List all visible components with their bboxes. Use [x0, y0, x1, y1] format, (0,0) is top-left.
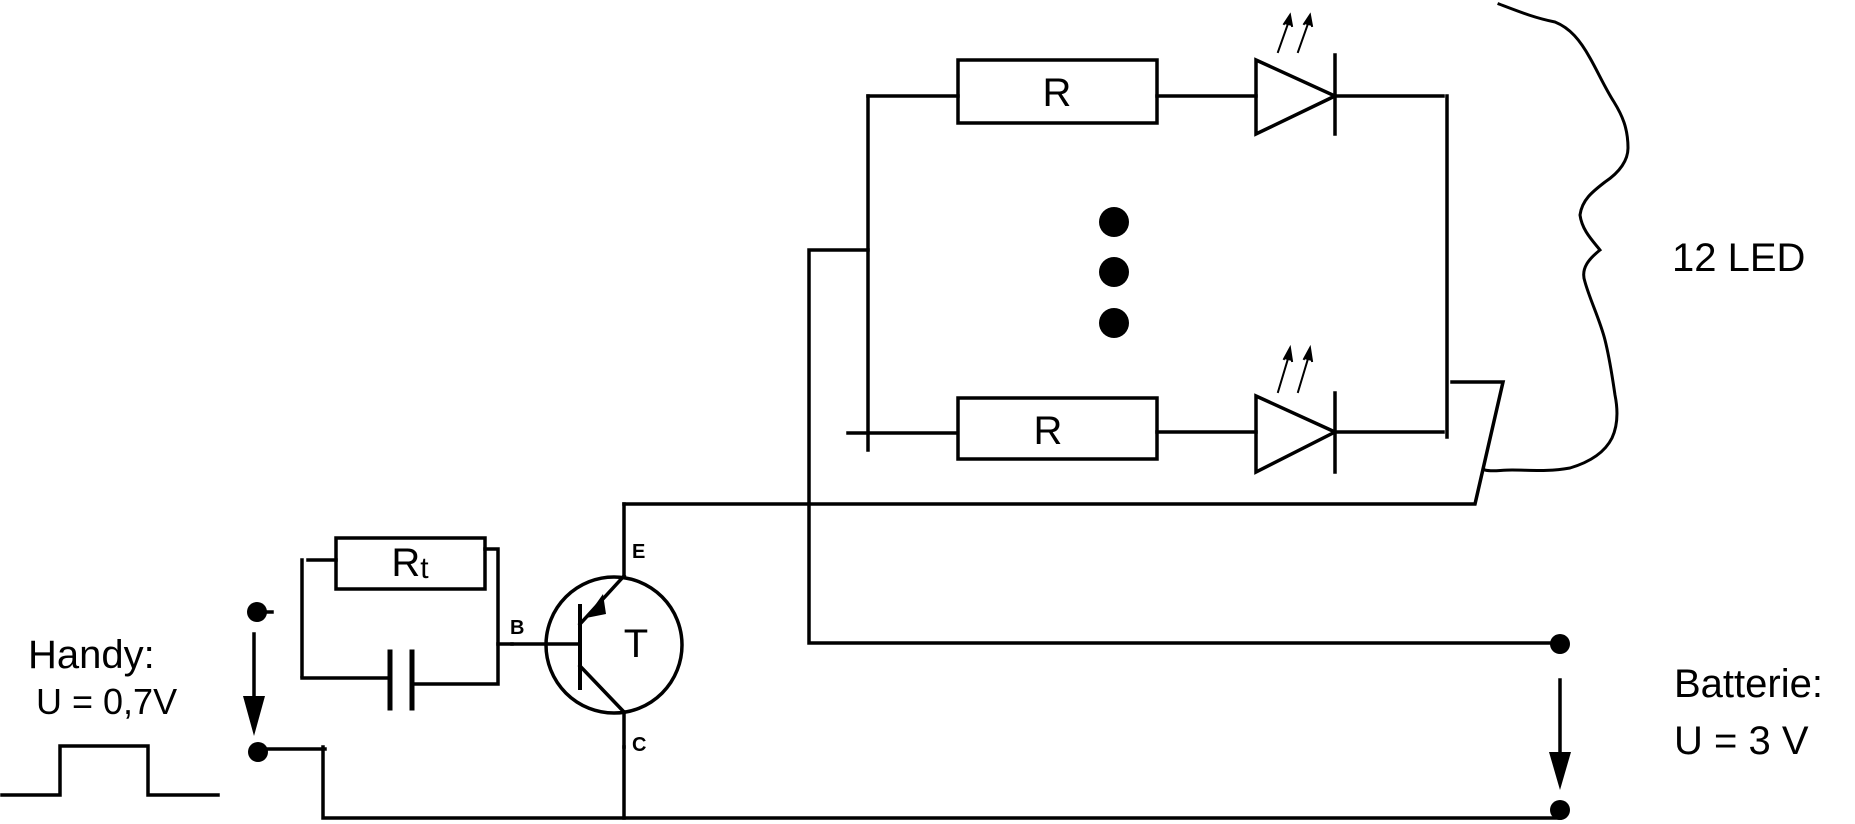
ellipsis-dot-1	[1099, 207, 1129, 237]
resistor-rt-label: Rt	[391, 541, 429, 585]
pulse-signal	[0, 744, 220, 797]
handy-voltage: U = 0,7V	[36, 681, 177, 722]
handy-title: Handy:	[28, 633, 155, 677]
ellipsis-dot-2	[1099, 257, 1129, 287]
led-count-label: 12 LED	[1672, 236, 1805, 280]
battery-arrow-head	[1549, 752, 1571, 790]
led-bottom-light-arrows	[1276, 344, 1314, 394]
led-top-diode	[1254, 57, 1340, 137]
input-terminal-bottom	[248, 742, 268, 762]
transistor-emitter-arrow	[586, 594, 606, 618]
resistor-top	[956, 58, 1159, 125]
transistor-label: T	[624, 622, 648, 666]
led-top-light-arrows	[1276, 12, 1314, 54]
ground-wire	[321, 745, 1562, 820]
led-bottom-diode	[1254, 393, 1340, 475]
base-node-wire	[414, 547, 500, 686]
battery-voltage: U = 3 V	[1674, 719, 1809, 763]
resistor-rt	[334, 536, 487, 591]
transistor-collector-diag	[577, 663, 627, 715]
collector-label: C	[632, 734, 646, 756]
battery-terminal-bottom	[1550, 800, 1570, 820]
input-arrow-head	[243, 696, 265, 736]
led-group-brace	[1483, 2, 1630, 473]
led-return-wire	[622, 380, 1506, 506]
resistor-bottom	[956, 396, 1159, 461]
emitter-label: E	[632, 541, 645, 563]
resistor-top-label: R	[1043, 71, 1072, 115]
battery-title: Batterie:	[1674, 662, 1823, 706]
battery-terminal-top	[1550, 634, 1570, 654]
resistor-bottom-label: R	[1034, 409, 1063, 453]
ellipsis-dot-3	[1099, 308, 1129, 338]
battery-positive-wire	[807, 248, 1562, 645]
base-label: B	[510, 617, 524, 639]
